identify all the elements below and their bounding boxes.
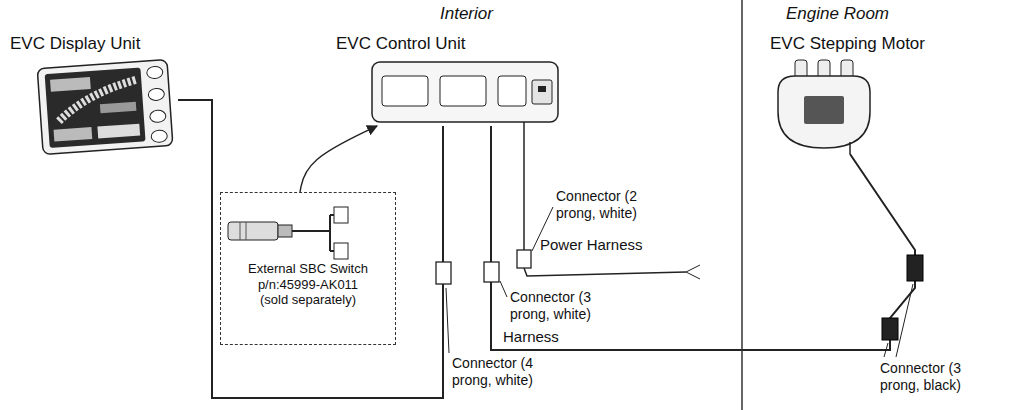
component-box: EVC Display Unit [6,34,178,158]
sbc-switch-ring [246,222,247,240]
part-label: Connector (2 prong, white) [556,188,674,222]
display-screen [45,67,146,148]
part-label: Power Harness [540,236,643,254]
sbc-switch-illustration [228,207,348,259]
display-segment [54,127,93,142]
control-unit-housing [372,62,558,122]
power-harness-wire [524,268,686,276]
stepping-motor-illustration [778,60,870,154]
cable-label: Harness [500,328,562,346]
component-heading: EVC Control Unit [336,34,560,54]
sbc-switch-connector [334,207,348,223]
region-label: Interior [440,4,493,24]
option-box: External SBC Switch p/n:45999-AK011 (sol… [220,192,396,345]
part-label: Connector (3 prong, white) [510,289,628,323]
part-label: Connector (3 prong, black) [880,360,998,394]
connector-3-prong-black [882,318,898,340]
leader-line [446,288,449,353]
sbc-switch-cable [292,230,330,232]
motor-body [778,76,870,148]
connector-3-prong-black [907,255,923,281]
component-box: EVC Control Unit [332,34,564,126]
leader-line [896,284,913,357]
connector-3-prong [484,262,499,282]
control-unit-illustration [372,62,558,122]
component-box: EVC Stepping Motor [766,34,966,154]
connector-4-prong [436,262,451,284]
control-unit-socket [440,76,486,106]
control-unit-socket [498,76,526,106]
motor-cable [849,142,851,154]
display-button [148,88,165,101]
display-unit-illustration [37,60,173,155]
leader-line [884,343,888,357]
component-heading: EVC Display Unit [10,34,174,54]
display-button [146,66,163,79]
display-segment [100,102,137,113]
sbc-switch-cable [330,250,334,252]
sbc-switch-body [228,222,278,240]
display-button [151,130,168,143]
control-unit-switch-knob [538,86,546,92]
component-heading: EVC Stepping Motor [770,34,962,54]
option-arrow [300,126,377,192]
display-segment [50,77,91,92]
sbc-switch-cable [330,214,334,216]
power-harness-ends [686,265,700,279]
connector-2-prong [517,250,531,268]
cable [491,126,915,350]
region-label: Engine Room [786,4,889,24]
control-unit-switch [532,80,552,104]
power-wire [523,122,525,250]
sbc-switch-collar [278,225,292,237]
motor-logo-plate [804,96,844,124]
display-segment [97,124,140,139]
region-divider [741,0,743,410]
display-housing [37,60,173,155]
control-unit-socket [382,76,428,106]
display-bar-graph [56,80,138,121]
leader-line [500,281,507,297]
part-label: Connector (4 prong, white) [452,355,570,389]
sbc-switch-cable [329,215,331,251]
sbc-switch-connector [334,243,348,259]
sbc-switch-ring [240,222,241,240]
part-description: External SBC Switch p/n:45999-AK011 (sol… [245,261,371,308]
display-button [149,110,166,123]
cable [178,100,443,398]
